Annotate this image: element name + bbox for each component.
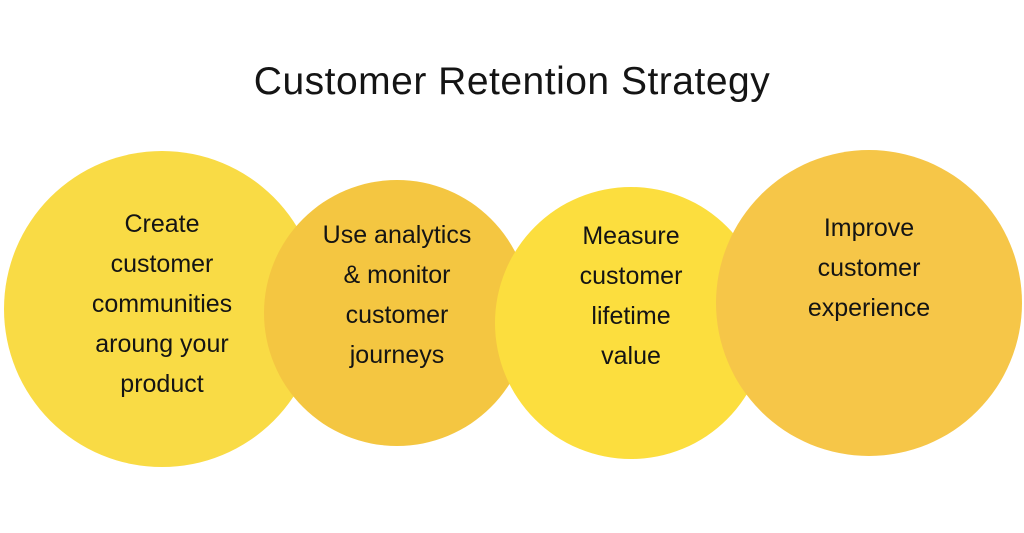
diagram-title: Customer Retention Strategy xyxy=(253,60,771,103)
circle-label: Use analytics & monitor customer journey… xyxy=(322,221,472,369)
circle-label: Create customer communities aroung your … xyxy=(91,210,233,398)
strategy-circle-experience: Improve customer experience xyxy=(716,150,1022,456)
circle-label: Measure customer lifetime value xyxy=(579,222,683,370)
strategy-circle-analytics: Use analytics & monitor customer journey… xyxy=(264,180,530,446)
circle-label: Improve customer experience xyxy=(807,214,931,322)
